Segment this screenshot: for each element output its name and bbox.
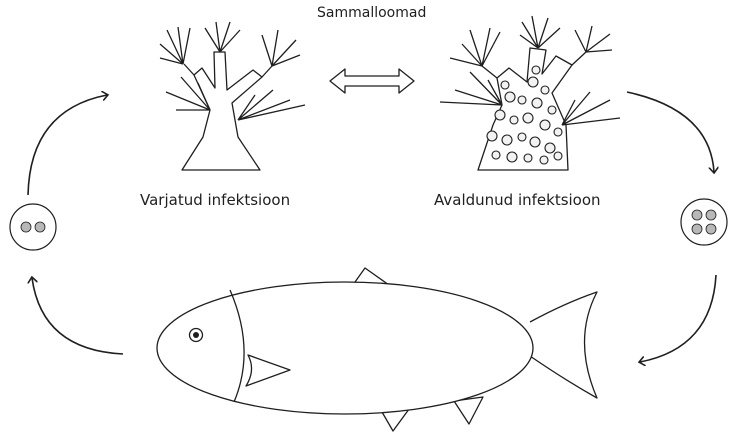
- cycle-arrow-top-right: [627, 92, 714, 172]
- cycle-arrow-bottom-right: [640, 275, 716, 362]
- cycle-arrow-bottom-left: [32, 278, 123, 354]
- bryozoan-colony-latent-icon: [160, 22, 305, 170]
- fish-icon: [157, 268, 597, 431]
- spore-two-cells-icon: [10, 204, 56, 250]
- cycle-arrow-top-left: [28, 95, 107, 195]
- double-headed-arrow-icon: [330, 69, 414, 93]
- bryozoan-colony-overt-icon: [440, 16, 620, 170]
- spore-four-cells-icon: [681, 199, 727, 245]
